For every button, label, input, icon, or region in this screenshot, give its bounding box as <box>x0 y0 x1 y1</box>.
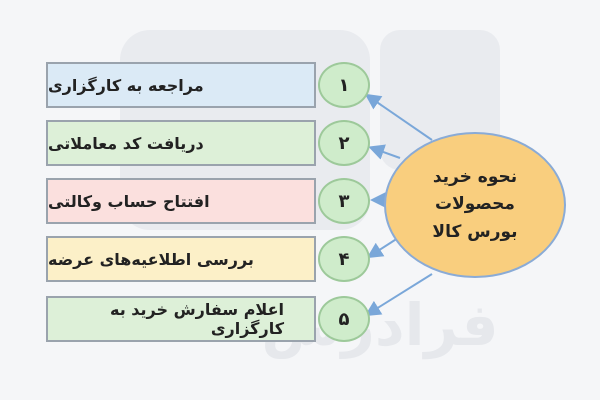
step-box-1: مراجعه به کارگزاری <box>46 62 316 108</box>
arrow-to-step-1 <box>364 93 433 141</box>
step-number: ۵ <box>338 308 350 330</box>
step-number-circle-2: ۲ <box>318 120 370 166</box>
arrow-to-step-4 <box>366 237 399 259</box>
step-number: ۲ <box>338 132 350 154</box>
step-box-5: اعلام سفارش خرید به کارگزاری <box>46 296 316 342</box>
step-label: دریافت کد معاملاتی <box>48 133 204 153</box>
step-number-circle-3: ۳ <box>318 178 370 224</box>
hub-circle: نحوه خرید محصولات بورس کالا <box>384 132 566 278</box>
step-box-2: دریافت کد معاملاتی <box>46 120 316 166</box>
step-number-circle-5: ۵ <box>318 296 370 342</box>
step-box-4: بررسی اطلاعیه‌های عرضه <box>46 236 316 282</box>
hub-label: نحوه خرید محصولات بورس کالا <box>432 167 518 242</box>
step-number-circle-1: ۱ <box>318 62 370 108</box>
step-number: ۱ <box>338 74 350 96</box>
step-label: اعلام سفارش خرید به کارگزاری <box>110 300 284 338</box>
step-label: بررسی اطلاعیه‌های عرضه <box>48 249 254 269</box>
arrow-to-step-5 <box>364 273 433 317</box>
step-number: ۴ <box>338 248 350 270</box>
step-box-3: افتتاح حساب وکالتی <box>46 178 316 224</box>
arrow-to-step-2 <box>368 144 401 160</box>
step-label: مراجعه به کارگزاری <box>48 75 204 95</box>
step-number: ۳ <box>338 190 350 212</box>
step-number-circle-4: ۴ <box>318 236 370 282</box>
step-label: افتتاح حساب وکالتی <box>48 191 210 211</box>
